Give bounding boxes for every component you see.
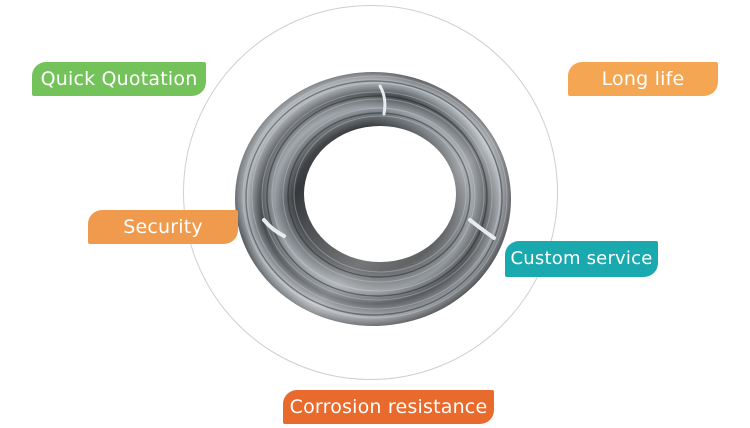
corrosion-resistance-label: Corrosion resistance [289, 395, 488, 418]
custom-service-label: Custom service [510, 248, 653, 269]
long-life-tag: Long life [568, 62, 718, 96]
security-label: Security [123, 215, 203, 238]
wire-coil-image [232, 68, 514, 330]
long-life-label: Long life [601, 67, 685, 90]
quick-quotation-label: Quick Quotation [40, 67, 198, 90]
quick-quotation-tag: Quick Quotation [32, 62, 206, 96]
circle-frame [183, 5, 558, 380]
security-tag: Security [88, 210, 238, 244]
custom-service-tag: Custom service [505, 241, 658, 277]
corrosion-resistance-tag: Corrosion resistance [283, 390, 494, 424]
